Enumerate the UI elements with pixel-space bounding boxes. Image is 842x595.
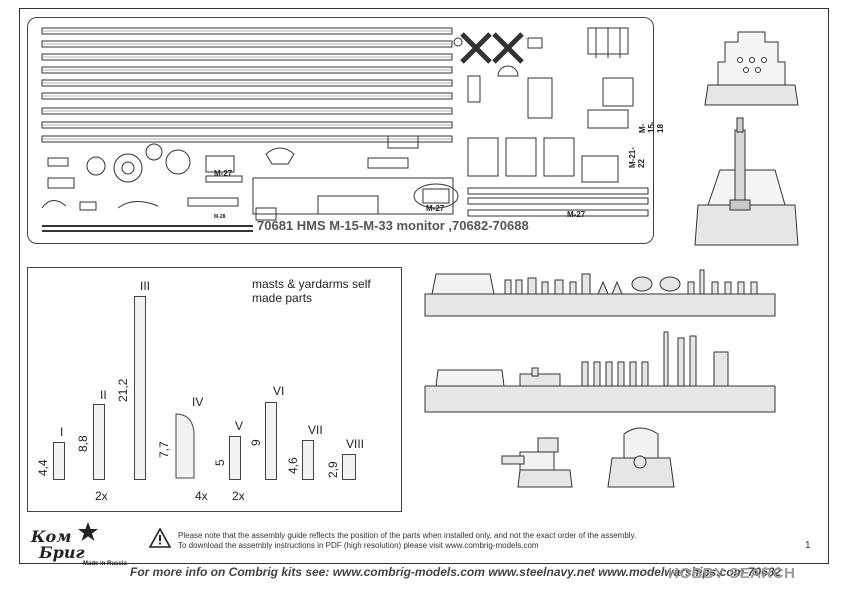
- fret-marking: M-27: [214, 169, 233, 178]
- fret-parts-drawing: [41, 27, 649, 232]
- part-roman-label: II: [100, 388, 107, 402]
- part-roman-label: VII: [308, 423, 323, 437]
- part-roman-label: IV: [192, 395, 204, 409]
- part-dimension: 5: [213, 459, 227, 466]
- part-dimension: 8,8: [76, 435, 90, 452]
- part-roman-label: I: [60, 425, 64, 439]
- part-quantity: 4x: [195, 489, 208, 503]
- star-icon: [78, 522, 98, 541]
- part-quantity: 2x: [95, 489, 108, 503]
- page-number: 1: [805, 540, 811, 551]
- watermark: HOBBY SEARCH: [668, 565, 796, 582]
- assembly-notice: Please note that the assembly guide refl…: [178, 531, 636, 551]
- part-quantity: 2x: [232, 489, 245, 503]
- resin-castings-drawing: [424, 269, 776, 488]
- fret-marking: M-21-22: [628, 147, 646, 168]
- warning-icon: [149, 528, 171, 548]
- fret-label: 70681 HMS M-15-M-33 monitor ,70682-70688: [257, 218, 529, 233]
- part-dimension: 21,2: [116, 378, 130, 402]
- mast-part-II: [93, 404, 105, 480]
- logo-line-1: Ком: [31, 527, 72, 546]
- part-dimension: 4,4: [36, 459, 50, 476]
- mast-part-I: [53, 442, 65, 480]
- notice-line-1: Please note that the assembly guide refl…: [178, 531, 637, 540]
- part-roman-label: V: [235, 419, 244, 433]
- part-dimension: 7,7: [157, 441, 171, 458]
- sheet-frame: [19, 8, 829, 564]
- mast-part-VI: [265, 402, 277, 480]
- mast-part-IV: [175, 413, 195, 479]
- part-roman-label: III: [140, 279, 151, 293]
- mast-part-VIII: [342, 454, 356, 480]
- part-dimension: 9: [249, 439, 263, 446]
- fret-marking: M-27: [567, 210, 586, 219]
- part-roman-label: VI: [273, 384, 285, 398]
- masts-title: masts & yardarms self made parts: [252, 277, 371, 305]
- footer-text: For more info on Combrig kits see: www.c…: [130, 565, 782, 579]
- photo-etch-fret: M-27 M-27 M-27 M-21-22 M-15-18 M-28: [27, 17, 665, 244]
- part-roman-label: VIII: [346, 437, 365, 451]
- notice-line-2: To download the assembly instructions in…: [178, 541, 539, 550]
- masts-yardarms-panel: [27, 267, 402, 512]
- fret-marking: M-27: [426, 204, 445, 213]
- made-in-russia: Made in Russia: [83, 561, 127, 567]
- fret-marking: M-15-18: [638, 121, 665, 133]
- mast-part-VII: [302, 440, 314, 480]
- mast-part-V: [229, 436, 241, 480]
- part-dimension: 4,6: [286, 457, 300, 474]
- resin-bridge-drawing: [694, 31, 799, 246]
- combrig-logo: Ком Бриг Made in Russia: [31, 521, 131, 569]
- fret-marking: M-28: [214, 214, 226, 220]
- mast-part-III: [134, 296, 146, 480]
- logo-line-2: Бриг: [39, 543, 85, 562]
- part-dimension: 2,9: [326, 461, 340, 478]
